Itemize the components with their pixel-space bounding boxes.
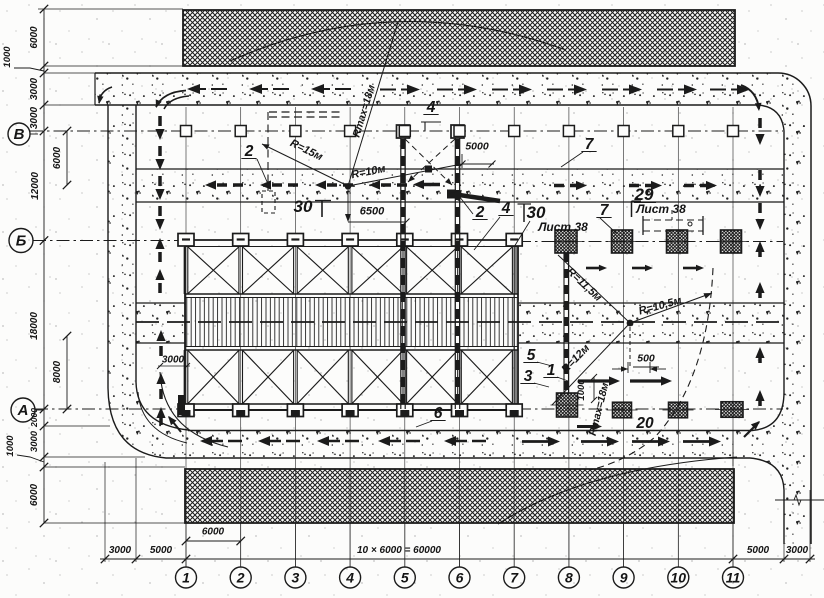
- svg-text:30: 30: [527, 203, 546, 222]
- svg-text:7: 7: [600, 202, 610, 219]
- svg-text:8: 8: [565, 570, 573, 586]
- svg-text:4: 4: [426, 99, 436, 116]
- svg-text:6000: 6000: [52, 146, 63, 169]
- svg-text:12000: 12000: [30, 172, 41, 200]
- svg-text:5000: 5000: [465, 141, 489, 153]
- svg-text:7: 7: [585, 136, 595, 153]
- svg-text:3: 3: [292, 570, 300, 586]
- svg-text:6: 6: [456, 570, 464, 586]
- svg-text:Лист 38: Лист 38: [635, 202, 686, 216]
- svg-text:3000: 3000: [109, 545, 132, 556]
- svg-text:8000: 8000: [52, 360, 63, 383]
- svg-text:10 × 6000 = 60000: 10 × 6000 = 60000: [357, 545, 441, 556]
- svg-text:3000: 3000: [29, 430, 40, 452]
- svg-text:3000: 3000: [786, 545, 809, 556]
- svg-text:6500: 6500: [360, 206, 385, 218]
- svg-text:Лист 38: Лист 38: [537, 220, 588, 234]
- svg-text:1000: 1000: [576, 379, 587, 401]
- svg-text:В: В: [14, 126, 25, 143]
- svg-text:3000: 3000: [162, 355, 185, 366]
- svg-text:6000: 6000: [202, 527, 225, 538]
- svg-text:5000: 5000: [150, 545, 173, 556]
- svg-text:2: 2: [475, 204, 485, 221]
- svg-text:4: 4: [501, 200, 511, 217]
- svg-text:11: 11: [726, 570, 741, 586]
- svg-text:1: 1: [182, 570, 190, 586]
- svg-text:9: 9: [620, 570, 628, 586]
- svg-text:6: 6: [434, 405, 443, 422]
- svg-text:1000: 1000: [5, 435, 16, 457]
- svg-text:4: 4: [345, 570, 354, 586]
- svg-text:29: 29: [634, 185, 654, 204]
- svg-text:3000: 3000: [29, 77, 40, 100]
- svg-text:3: 3: [524, 368, 533, 385]
- svg-text:6000: 6000: [29, 483, 40, 506]
- svg-text:2000: 2000: [29, 408, 39, 428]
- svg-text:5: 5: [527, 347, 536, 364]
- svg-text:1: 1: [547, 362, 556, 379]
- svg-text:6000: 6000: [29, 26, 40, 49]
- svg-text:Б: Б: [16, 233, 27, 250]
- svg-text:10: 10: [671, 570, 687, 586]
- svg-text:500: 500: [637, 353, 655, 365]
- svg-text:5000: 5000: [747, 545, 770, 556]
- svg-text:30: 30: [294, 197, 313, 216]
- svg-text:А: А: [17, 402, 29, 419]
- svg-text:7: 7: [510, 570, 519, 586]
- svg-text:3000: 3000: [29, 106, 40, 129]
- svg-text:18000: 18000: [29, 312, 40, 340]
- svg-text:5: 5: [401, 570, 409, 586]
- svg-text:1000: 1000: [2, 46, 13, 68]
- svg-text:2: 2: [236, 570, 245, 586]
- svg-text:2: 2: [244, 143, 254, 160]
- svg-text:20: 20: [635, 415, 654, 432]
